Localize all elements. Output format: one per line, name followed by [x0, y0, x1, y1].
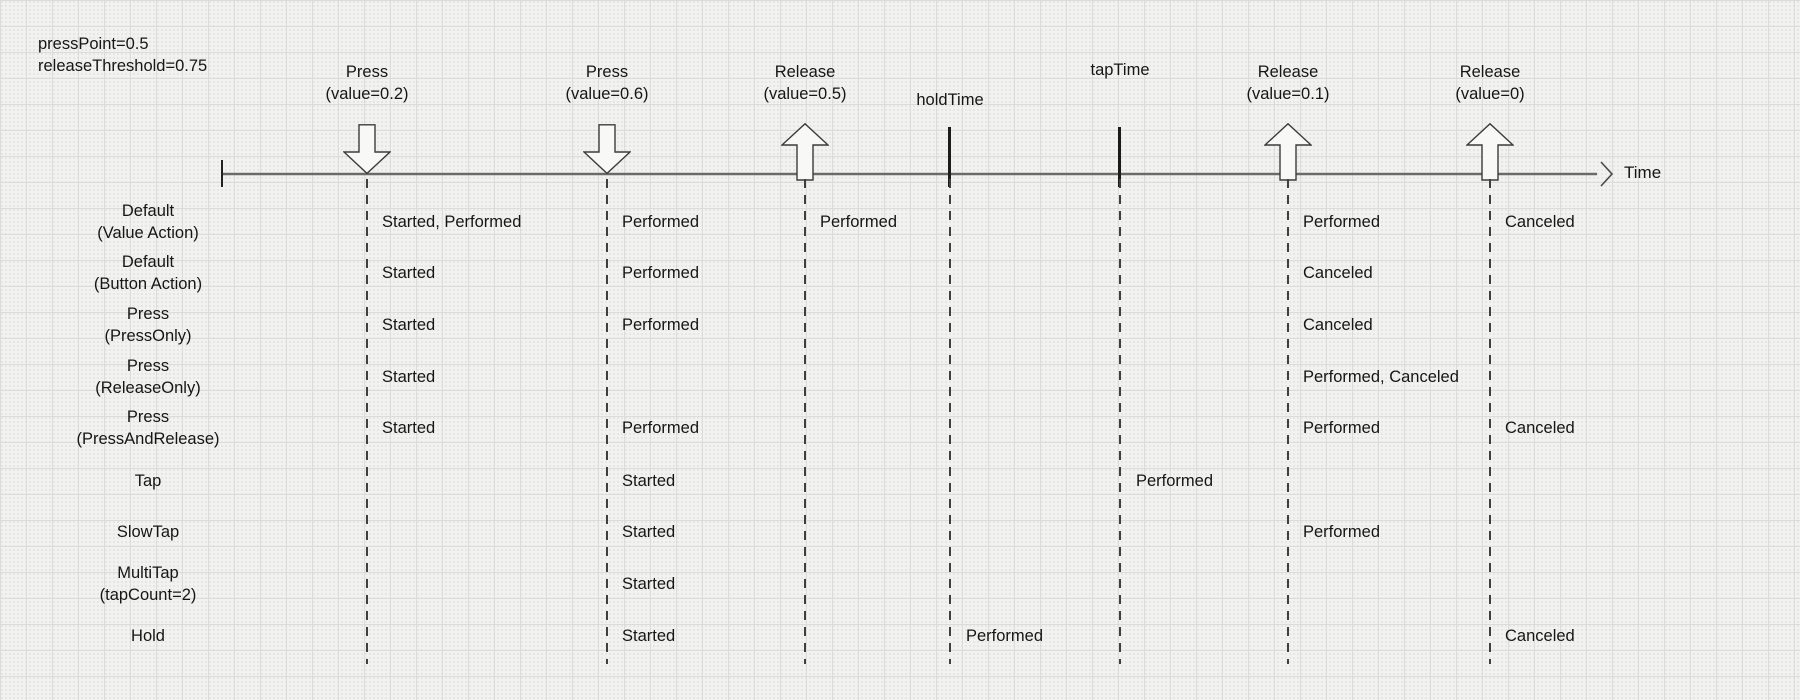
- event-dashed-guideline: [949, 179, 951, 664]
- event-cell: Performed: [1136, 472, 1214, 490]
- row-label-line: Press: [126, 357, 170, 375]
- row-label-press-releaseonly: Press (ReleaseOnly): [18, 353, 278, 401]
- row-label-line: Press: [126, 305, 170, 323]
- event-cell: Canceled: [1505, 213, 1575, 231]
- event-cell: Performed: [622, 264, 700, 282]
- event-label-line: (value=0.2): [325, 85, 409, 103]
- event-label-holdtime: holdTime: [840, 89, 1060, 111]
- event-label-taptime: tapTime: [1010, 59, 1230, 81]
- event-dashed-guideline: [1287, 179, 1289, 664]
- event-label-release-2: Release (value=0.1): [1178, 61, 1398, 105]
- event-cell: Performed: [820, 213, 898, 231]
- row-label-line: SlowTap: [116, 523, 180, 541]
- taptime-tick-marker: [1118, 127, 1121, 187]
- event-label-release-1: Release (value=0.5): [695, 61, 915, 105]
- release-up-arrow-icon: [781, 123, 829, 181]
- release-up-arrow-icon: [1466, 123, 1514, 181]
- event-cell: Canceled: [1505, 627, 1575, 645]
- event-label-line: Release: [1459, 63, 1521, 81]
- event-cell: Started: [382, 264, 436, 282]
- event-cell: Performed: [1303, 523, 1381, 541]
- event-cell: Canceled: [1303, 264, 1373, 282]
- holdtime-tick-marker: [948, 127, 951, 187]
- event-cell: Started, Performed: [382, 213, 522, 231]
- event-label-line: Release: [1257, 63, 1319, 81]
- press-down-arrow-icon: [343, 124, 391, 174]
- event-label-line: Press: [345, 63, 389, 81]
- row-label-line: Tap: [134, 472, 162, 490]
- press-down-arrow-icon: [583, 124, 631, 174]
- row-label-line: (ReleaseOnly): [95, 379, 201, 397]
- event-cell: Performed: [1303, 419, 1381, 437]
- row-label-line: MultiTap: [117, 564, 179, 582]
- row-label-hold: Hold: [18, 612, 278, 660]
- time-axis: [221, 160, 1614, 187]
- event-cell: Performed, Canceled: [1303, 368, 1459, 386]
- config-presspoint-label: pressPoint=0.5: [38, 35, 149, 53]
- row-label-line: (tapCount=2): [99, 586, 197, 604]
- row-label-line: Hold: [131, 627, 165, 645]
- row-label-multitap: MultiTap (tapCount=2): [18, 560, 278, 608]
- row-label-press-pressonly: Press (PressOnly): [18, 301, 278, 349]
- row-label-default-value-action: Default (Value Action): [18, 198, 278, 246]
- event-cell: Performed: [622, 316, 700, 334]
- event-dashed-guideline: [366, 179, 368, 664]
- row-label-line: (PressAndRelease): [76, 430, 220, 448]
- event-cell: Started: [622, 627, 676, 645]
- event-cell: Performed: [622, 419, 700, 437]
- row-label-line: Default: [121, 253, 175, 271]
- event-label-line: (value=0): [1455, 85, 1525, 103]
- row-label-line: (Value Action): [97, 224, 199, 242]
- event-label-line: Release: [774, 63, 836, 81]
- time-axis-label: Time: [1624, 163, 1662, 182]
- event-dashed-guideline: [606, 179, 608, 664]
- event-cell: Performed: [1303, 213, 1381, 231]
- row-label-slowtap: SlowTap: [18, 508, 278, 556]
- event-label-release-3: Release (value=0): [1380, 61, 1600, 105]
- row-label-line: Press: [126, 408, 170, 426]
- event-cell: Performed: [622, 213, 700, 231]
- event-cell: Canceled: [1505, 419, 1575, 437]
- row-label-line: Default: [121, 202, 175, 220]
- event-label-line: Press: [585, 63, 629, 81]
- event-cell: Started: [382, 316, 436, 334]
- config-releasethreshold-label: releaseThreshold=0.75: [38, 57, 208, 75]
- row-label-default-button-action: Default (Button Action): [18, 249, 278, 297]
- event-cell: Started: [382, 419, 436, 437]
- row-label-tap: Tap: [18, 457, 278, 505]
- event-cell: Started: [382, 368, 436, 386]
- row-label-line: (PressOnly): [104, 327, 192, 345]
- event-cell: Started: [622, 575, 676, 593]
- config-params: pressPoint=0.5 releaseThreshold=0.75: [38, 33, 207, 77]
- event-label-line: (value=0.1): [1246, 85, 1330, 103]
- event-label-press-2: Press (value=0.6): [497, 61, 717, 105]
- event-dashed-guideline: [1489, 179, 1491, 664]
- row-label-line: (Button Action): [93, 275, 203, 293]
- event-dashed-guideline: [804, 179, 806, 664]
- event-label-press-1: Press (value=0.2): [257, 61, 477, 105]
- axis-arrowhead-icon: [1600, 161, 1614, 187]
- event-label-line: holdTime: [916, 91, 984, 109]
- event-cell: Canceled: [1303, 316, 1373, 334]
- row-label-press-pressandrelease: Press (PressAndRelease): [18, 404, 278, 452]
- event-label-line: (value=0.6): [565, 85, 649, 103]
- event-cell: Started: [622, 523, 676, 541]
- release-up-arrow-icon: [1264, 123, 1312, 181]
- event-cell: Started: [622, 472, 676, 490]
- event-label-line: tapTime: [1090, 61, 1150, 79]
- event-dashed-guideline: [1119, 179, 1121, 664]
- event-label-line: (value=0.5): [763, 85, 847, 103]
- event-cell: Performed: [966, 627, 1044, 645]
